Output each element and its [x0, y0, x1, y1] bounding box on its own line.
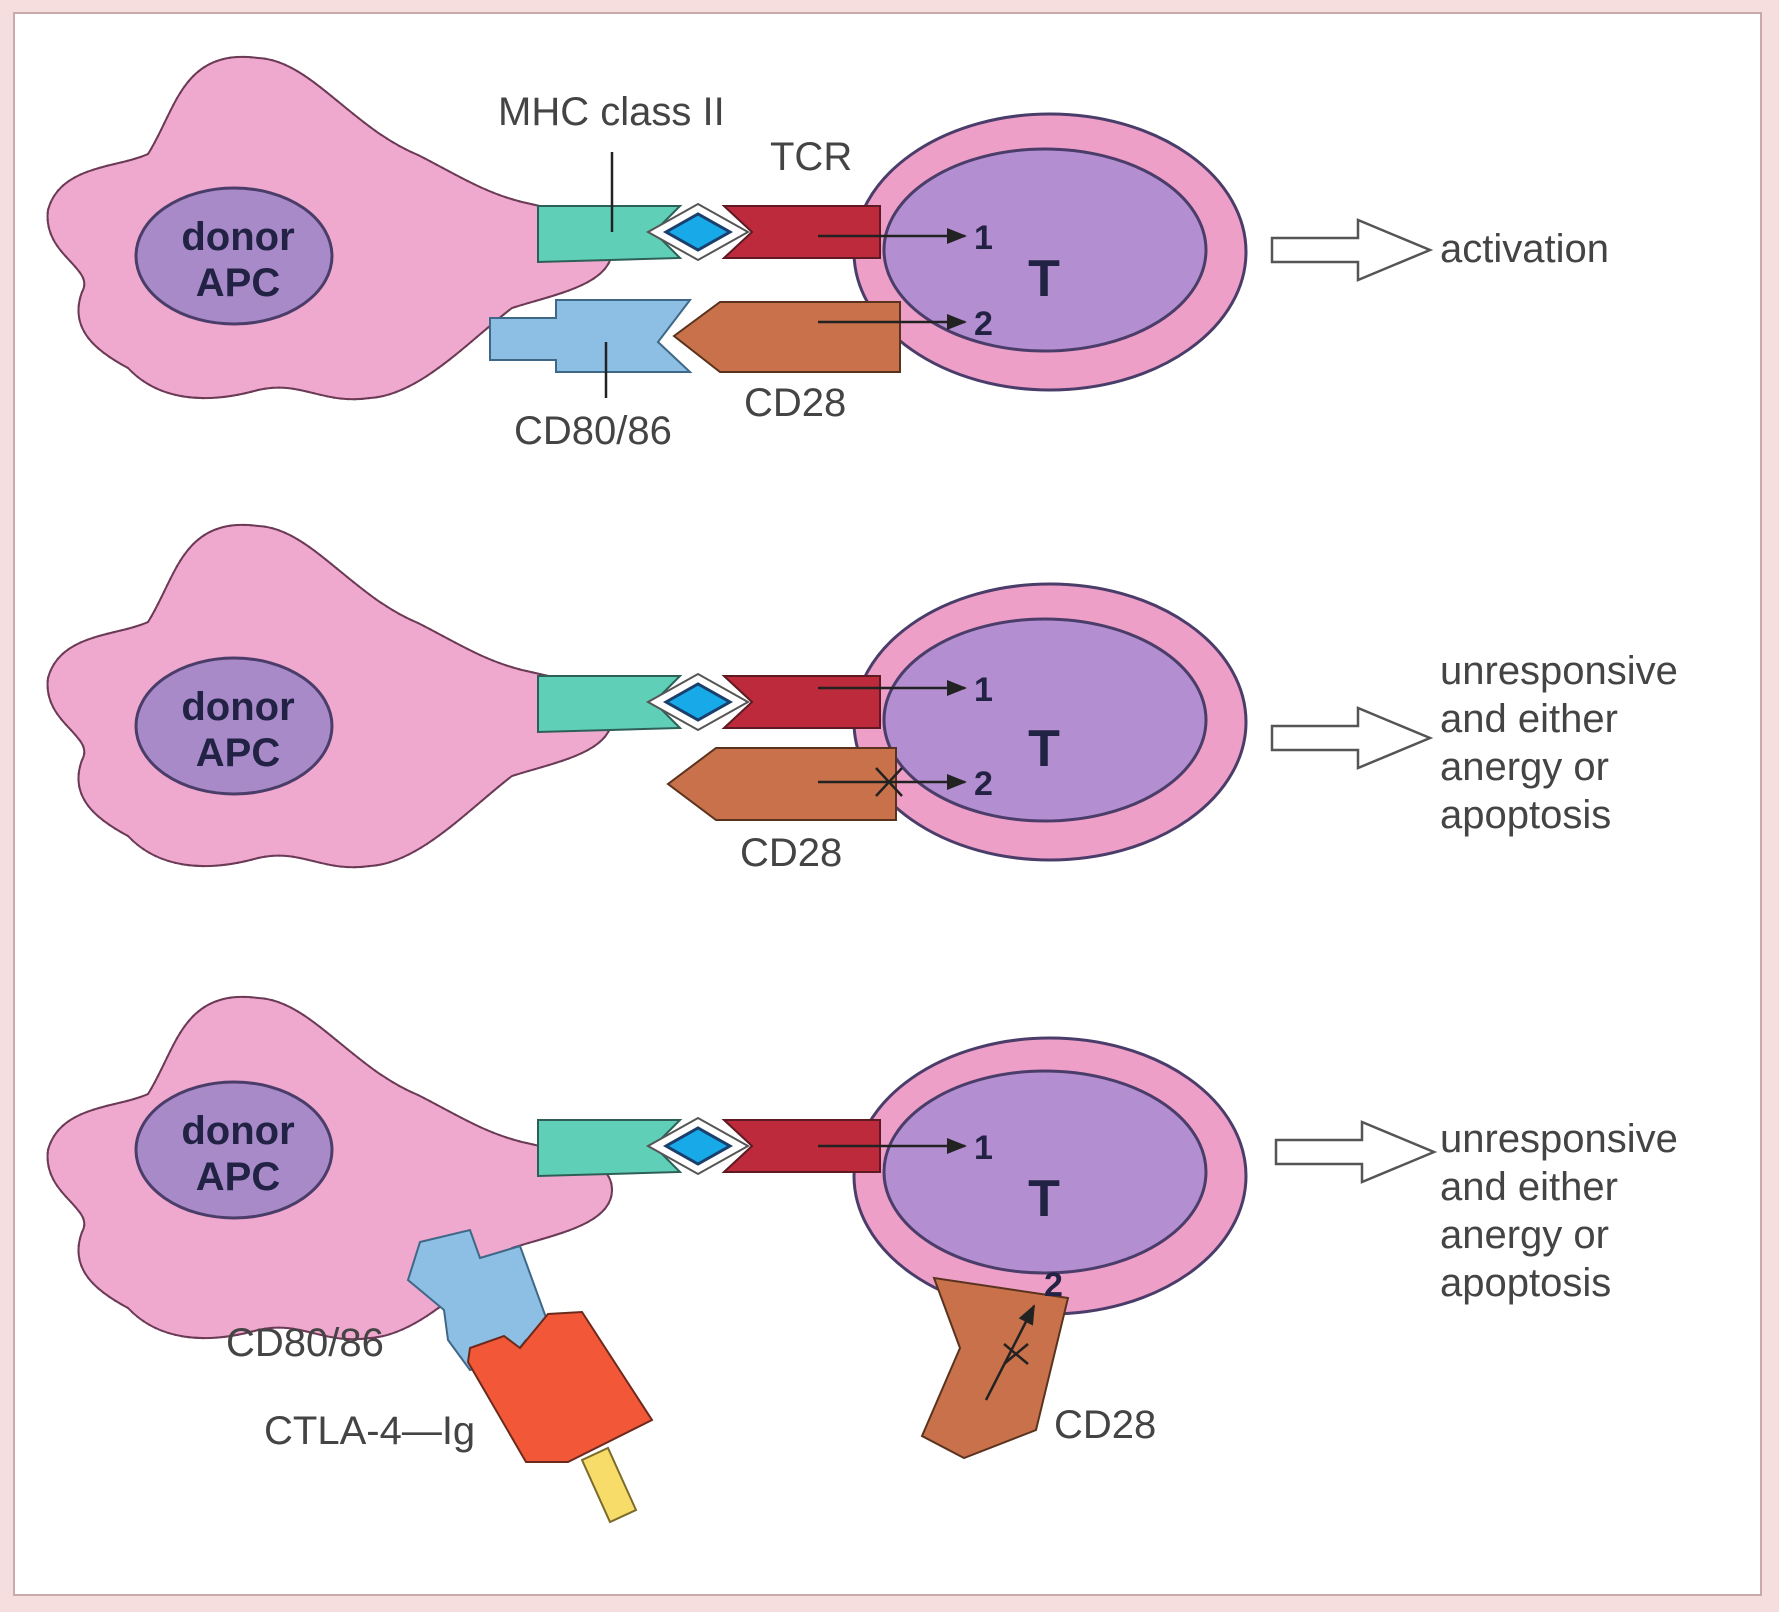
- outcome-arrow: [1270, 706, 1434, 770]
- donor-label: donor: [181, 1109, 294, 1153]
- cd28-receptor: [672, 301, 901, 373]
- donor-apc-cell: [46, 523, 613, 869]
- signal-1-number: 1: [974, 219, 993, 257]
- signal-2-blocked-mark: [875, 767, 903, 797]
- apc-label: APC: [196, 1155, 280, 1199]
- panel-ctla4-ig-blockade: donor APC 1 T 2 CD80/86 CTLA: [46, 995, 1678, 1524]
- tcr-receptor: [721, 1119, 881, 1173]
- outcome-line-3: anergy or: [1440, 745, 1609, 789]
- cd28-receptor: [920, 1276, 1070, 1460]
- apc-nucleus: [134, 1080, 334, 1220]
- mhc-class-ii: [537, 1119, 683, 1178]
- outcome-arrow: [1274, 1120, 1438, 1184]
- ctla4-ig-label: CTLA-4—Ig: [264, 1409, 475, 1453]
- mhc-class-ii-label: MHC class II: [498, 90, 725, 134]
- outcome-line-2: and either: [1440, 697, 1618, 741]
- donor-label: donor: [181, 215, 294, 259]
- apc-label: APC: [196, 731, 280, 775]
- apc-label: APC: [196, 261, 280, 305]
- outcome-line-4: apoptosis: [1440, 793, 1611, 837]
- cd28-receptor: [666, 747, 897, 821]
- peptide-antigen: [662, 1126, 734, 1166]
- outcome-activation: activation: [1440, 227, 1609, 271]
- t-cell-body: [882, 1069, 1208, 1275]
- cd80-86-label: CD80/86: [514, 409, 672, 453]
- cd28-label: CD28: [740, 831, 842, 875]
- t-cell-label: T: [1028, 720, 1060, 778]
- signal-1-number: 1: [974, 671, 993, 709]
- cd80-86-ligand: [489, 299, 693, 373]
- panel-no-costimulation: donor APC 1 2 T CD28 unresponsive and ei…: [46, 523, 1678, 875]
- signal-2-number: 2: [974, 765, 993, 803]
- signal-2-number: 2: [974, 305, 993, 343]
- signal-2-blocked-mark: [1003, 1343, 1029, 1365]
- peptide-antigen: [662, 212, 734, 252]
- outcome-line-1: unresponsive: [1440, 649, 1678, 693]
- mhc-class-ii: [537, 675, 683, 734]
- cd28-label: CD28: [744, 381, 846, 425]
- apc-nucleus: [134, 656, 334, 796]
- tcr-receptor: [721, 205, 881, 259]
- cd28-label: CD28: [1054, 1403, 1156, 1447]
- signal-2-arrow: [984, 1304, 1036, 1401]
- ctla4-ig-fusion-protein: [466, 1310, 654, 1463]
- signal-2-number: 2: [1044, 1266, 1063, 1304]
- t-cell-label: T: [1028, 250, 1060, 308]
- outcome-arrow: [1270, 218, 1434, 282]
- panel-activation: donor APC 1 2 T MHC class II TCR: [46, 55, 1609, 453]
- outcome-line-3: anergy or: [1440, 1213, 1609, 1257]
- donor-label: donor: [181, 685, 294, 729]
- cd80-86-label: CD80/86: [226, 1321, 384, 1365]
- outcome-line-4: apoptosis: [1440, 1261, 1611, 1305]
- mhc-class-ii: [537, 205, 683, 264]
- tcr-label: TCR: [770, 135, 852, 179]
- signal-1-number: 1: [974, 1129, 993, 1167]
- t-cell-label: T: [1028, 1170, 1060, 1228]
- peptide-antigen: [662, 682, 734, 722]
- outcome-line-2: and either: [1440, 1165, 1618, 1209]
- t-cell-body: [882, 147, 1208, 353]
- ctla4-ig-fc-tail: [580, 1446, 638, 1524]
- t-cell-body: [882, 617, 1208, 823]
- outcome-line-1: unresponsive: [1440, 1117, 1678, 1161]
- apc-nucleus: [134, 186, 334, 326]
